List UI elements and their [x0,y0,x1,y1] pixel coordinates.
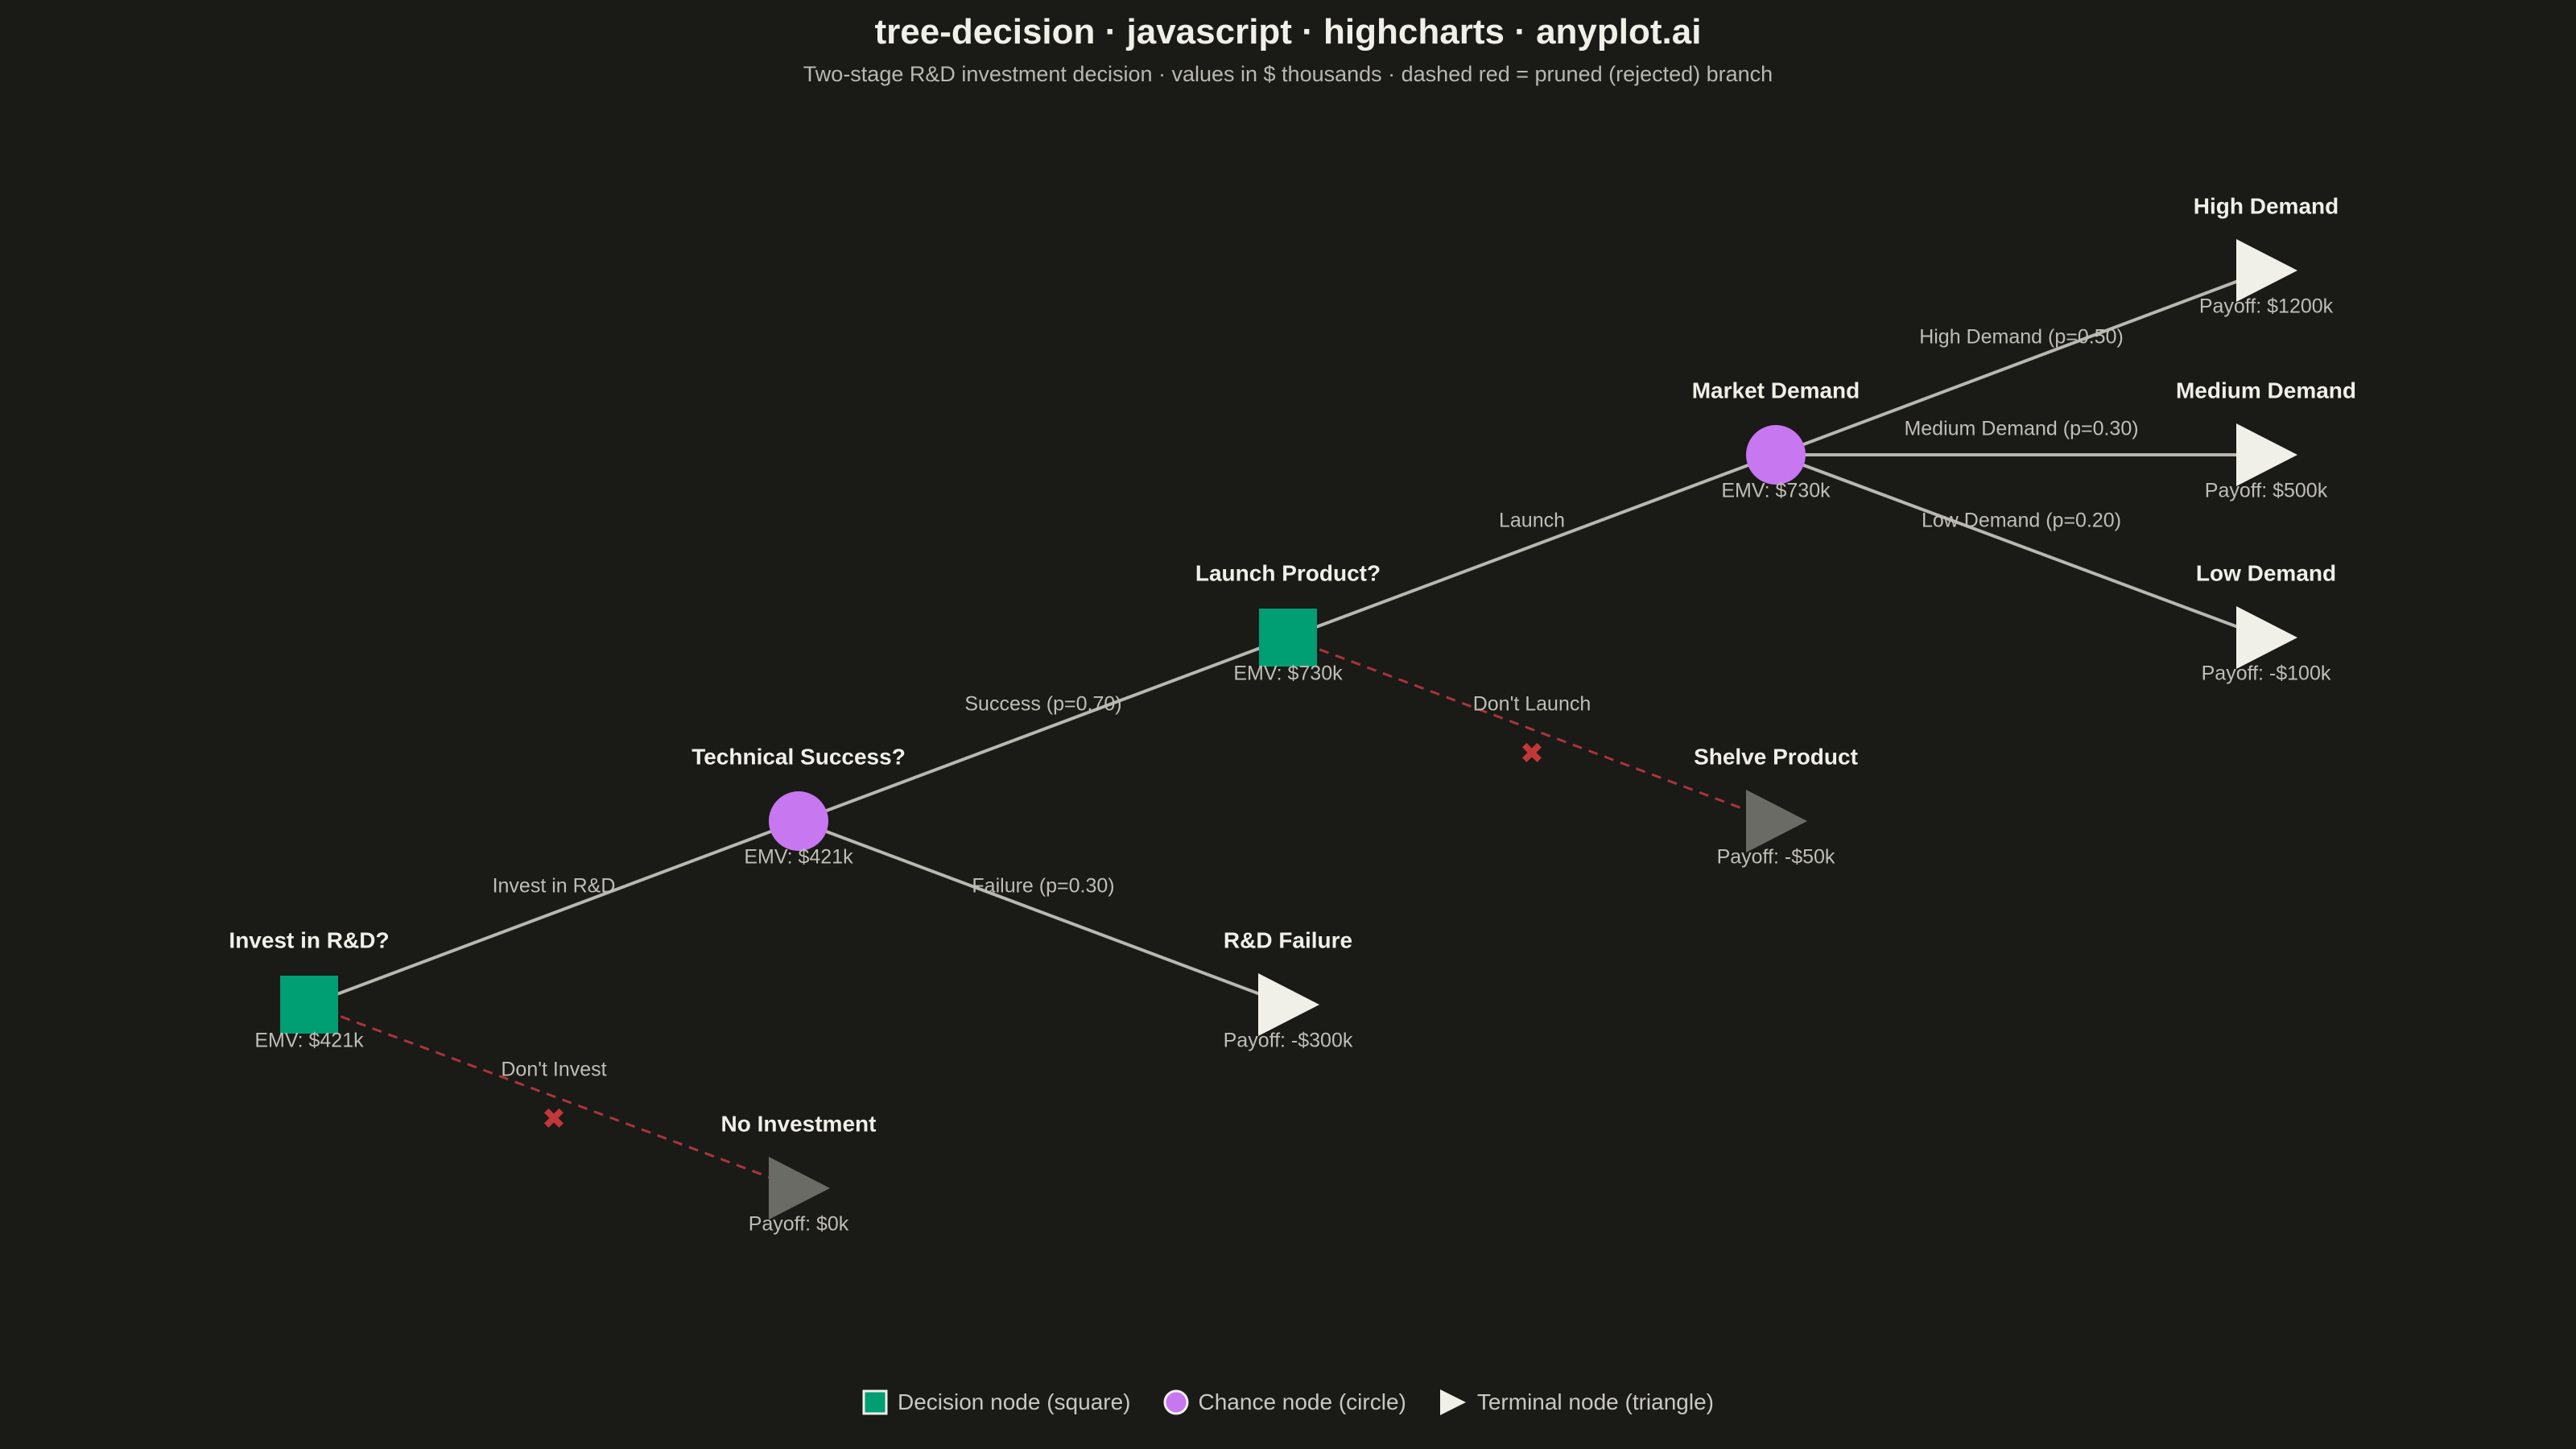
legend-label-decision: Decision node (square) [898,1389,1131,1414]
chance-node-circle-icon [769,791,828,851]
terminal-node-triangle-icon [2236,606,2297,669]
node-payoff: Payoff: -$300k [1224,1030,1353,1052]
node-emv: EMV: $421k [744,846,853,869]
legend-item-terminal[interactable]: Terminal node (triangle) [1439,1388,1714,1417]
node-emv: EMV: $421k [254,1030,364,1052]
chart-title: tree-decision · javascript · highcharts … [874,12,1702,52]
node-title: Shelve Product [1694,744,1858,769]
legend-item-decision[interactable]: Decision node (square) [862,1389,1131,1415]
edge-launch-market [1287,453,1777,639]
node-title: Invest in R&D? [229,927,389,952]
node-payoff: Payoff: -$100k [2202,663,2331,685]
legend-label-terminal: Terminal node (triangle) [1476,1389,1714,1414]
pruned-terminal-node-triangle-icon [769,1157,830,1220]
node-title: No Investment [721,1111,877,1136]
terminal-triangle-icon [1439,1389,1466,1415]
node-title: Low Demand [2196,560,2336,585]
edge-label-market-high: High Demand (p=0.50) [1919,326,2124,349]
terminal-node-triangle-icon [2236,239,2297,302]
chance-circle-icon [1163,1389,1188,1415]
node-emv: EMV: $730k [1233,663,1343,685]
node-payoff: Payoff: $0k [749,1213,849,1236]
chance-node-circle-icon [1746,425,1806,485]
node-payoff: Payoff: -$50k [1717,846,1835,869]
terminal-node-triangle-icon [2236,423,2297,486]
chart-subtitle: Two-stage R&D investment decision · valu… [803,62,1773,86]
node-emv: EMV: $730k [1721,480,1831,502]
node-title: Market Demand [1692,378,1860,402]
legend: Decision node (square) Chance node (circ… [0,1385,2576,1420]
pruned-x-icon: ✖ [1520,737,1544,770]
edge-label-launch-market: Launch [1499,510,1565,532]
edge-label-tech-launch: Success (p=0.70) [964,693,1121,716]
decision-node-square-icon [280,976,338,1034]
edge-tech-fail [798,819,1289,1006]
decision-node-square-icon [1259,609,1317,667]
node-title: R&D Failure [1224,927,1352,952]
node-title: Technical Success? [691,744,906,769]
node-payoff: Payoff: $1200k [2199,295,2334,318]
pruned-edge-invest-noinvest [308,1003,799,1190]
edge-label-tech-fail: Failure (p=0.30) [972,875,1114,898]
edge-labels-layer: Invest in R&D Don't Invest ✖ Success (p=0.7… [493,326,2139,1136]
node-title: Launch Product? [1195,560,1381,585]
edge-tech-launch [798,636,1289,823]
node-title: High Demand [2194,193,2339,218]
edge-label-invest-noinvest: Don't Invest [501,1059,606,1081]
edge-market-low [1775,453,2267,639]
node-title: Medium Demand [2176,378,2356,402]
node-payoff: Payoff: $500k [2205,480,2328,502]
node-invest-in-r-d[interactable]: Invest in R&D? EMV: $421k [229,927,389,1051]
legend-item-chance[interactable]: Chance node (circle) [1163,1389,1406,1415]
edges-layer [308,269,2267,1190]
terminal-node-triangle-icon [1258,973,1319,1036]
decision-square-icon [862,1389,888,1415]
edge-label-invest-tech: Invest in R&D [493,875,616,898]
node-launch-product[interactable]: Launch Product? EMV: $730k [1195,560,1381,684]
edge-invest-tech [308,819,799,1006]
pruned-x-icon: ✖ [542,1103,566,1136]
edge-market-high [1775,269,2267,456]
edge-label-market-low: Low Demand (p=0.20) [1922,510,2121,532]
edge-label-launch-shelve: Don't Launch [1473,693,1591,716]
pruned-edge-launch-shelve [1287,636,1777,823]
legend-label-chance: Chance node (circle) [1198,1389,1406,1414]
edge-label-market-medium: Medium Demand (p=0.30) [1904,418,2138,440]
pruned-terminal-node-triangle-icon [1746,790,1807,852]
node-technical-success[interactable]: Technical Success? EMV: $421k [691,744,906,868]
